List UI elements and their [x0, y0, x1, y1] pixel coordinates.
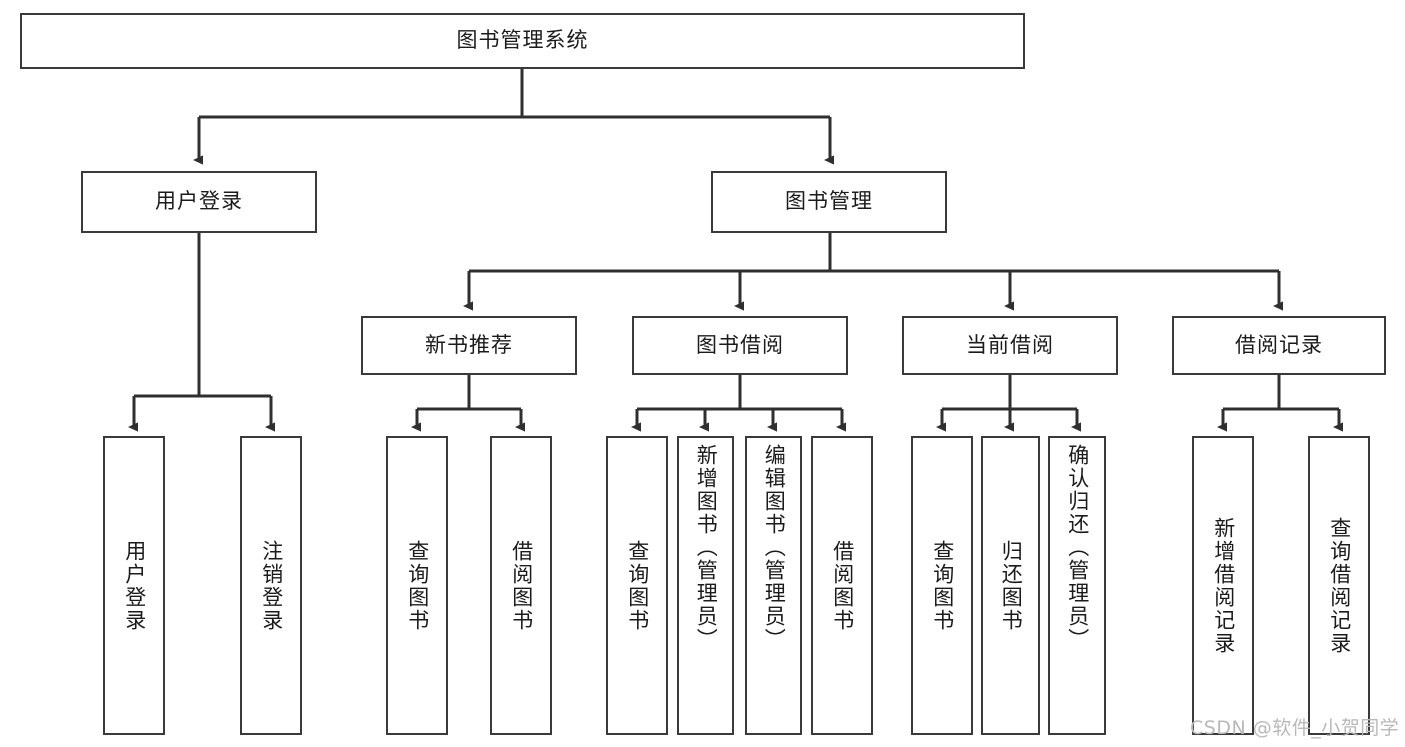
leaf-user-login[interactable]: 用户登录 [103, 436, 165, 735]
leaf-query-books-current[interactable]: 查询图书 [911, 436, 973, 735]
node-label: 查询图书 [405, 539, 430, 632]
node-label: 编辑图书（管理员） [762, 444, 787, 651]
node-user-login[interactable]: 用户登录 [81, 171, 317, 233]
node-root-book-management-system[interactable]: 图书管理系统 [20, 13, 1025, 69]
leaf-confirm-return-admin[interactable]: 确认归还（管理员） [1048, 436, 1106, 735]
node-label: 查询借阅记录 [1327, 516, 1352, 655]
node-label: 借阅图书 [509, 539, 534, 632]
node-book-borrowing[interactable]: 图书借阅 [632, 316, 848, 375]
node-label: 归还图书 [999, 539, 1024, 632]
node-label: 查询图书 [930, 539, 955, 632]
node-label: 图书借阅 [696, 332, 784, 357]
node-label: 图书管理系统 [456, 28, 589, 53]
node-label: 新书推荐 [425, 332, 513, 357]
leaf-query-borrow-record[interactable]: 查询借阅记录 [1308, 436, 1370, 735]
leaf-add-borrow-record[interactable]: 新增借阅记录 [1192, 436, 1254, 735]
leaf-return-books[interactable]: 归还图书 [981, 436, 1040, 735]
csdn-watermark: CSDN @软件_小贺同学 [1190, 717, 1400, 739]
leaf-query-books-borrowing[interactable]: 查询图书 [606, 436, 668, 735]
node-label: 当前借阅 [966, 332, 1054, 357]
node-book-management[interactable]: 图书管理 [711, 171, 947, 233]
node-label: 借阅记录 [1235, 332, 1323, 357]
leaf-edit-book-admin[interactable]: 编辑图书（管理员） [745, 436, 802, 735]
node-label: 图书管理 [785, 189, 873, 214]
leaf-borrow-books-new-book[interactable]: 借阅图书 [490, 436, 552, 735]
node-current-borrowing[interactable]: 当前借阅 [902, 316, 1118, 375]
leaf-add-book-admin[interactable]: 新增图书（管理员） [677, 436, 734, 735]
node-label: 查询图书 [625, 539, 650, 632]
node-label: 借阅图书 [830, 539, 855, 632]
node-label: 注销登录 [259, 539, 284, 632]
node-label: 新增借阅记录 [1211, 516, 1236, 655]
node-label: 用户登录 [155, 189, 243, 214]
node-borrow-records[interactable]: 借阅记录 [1172, 316, 1386, 375]
leaf-query-books-new-book[interactable]: 查询图书 [386, 436, 448, 735]
node-label: 用户登录 [122, 539, 147, 632]
node-label: 确认归还（管理员） [1065, 444, 1090, 651]
leaf-logout[interactable]: 注销登录 [240, 436, 302, 735]
leaf-borrow-books-borrowing[interactable]: 借阅图书 [811, 436, 873, 735]
node-new-book-recommendation[interactable]: 新书推荐 [361, 316, 577, 375]
node-label: 新增图书（管理员） [694, 444, 719, 651]
